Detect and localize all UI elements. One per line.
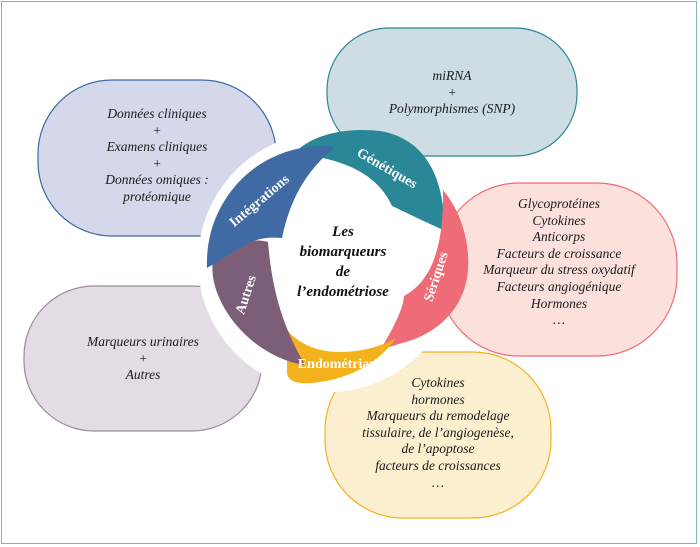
bubble-line: … <box>431 474 444 490</box>
bubble-line: miRNA <box>432 68 472 83</box>
petal-seriques <box>380 190 469 350</box>
bubble-line: + <box>447 84 457 100</box>
bubble-line: + <box>152 155 162 171</box>
bubble-line: + <box>138 350 148 366</box>
bubble-text-genetiques: miRNA + Polymorphismes (SNP) <box>337 68 567 118</box>
bubble-text-seriques: Glycoprotéines Cytokines Anticorps Facte… <box>452 196 666 329</box>
center-title-line-4: l’endométriose <box>297 284 389 300</box>
bubble-line: Autres <box>125 367 161 383</box>
bubble-line: Marqueurs du remodelage <box>366 408 510 424</box>
bubble-line: protéomique <box>123 188 191 204</box>
petal-endometriaux <box>287 330 396 384</box>
bubble-line: Données cliniques <box>107 106 207 121</box>
bubble-line: Polymorphismes (SNP) <box>388 101 516 117</box>
bubble-line: Données omiques : <box>105 172 209 188</box>
bubble-genetiques <box>326 27 578 157</box>
bubble-line: Facteurs de croissance <box>496 245 622 261</box>
bubble-line: Examens cliniques <box>106 139 208 155</box>
bubble-line: Marqueur du stress oxydatif <box>483 262 635 278</box>
bubble-text-endometriaux: Cytokines hormones Marqueurs du remodela… <box>331 375 545 491</box>
bubble-line: Cytokines <box>532 212 586 228</box>
bubble-line: Hormones <box>530 295 588 311</box>
bubble-endometriaux <box>324 351 552 519</box>
bubble-text-integrations: Données cliniques + Examens cliniques + … <box>48 106 266 206</box>
bubble-text-autres: Marqueurs urinaires + Autres <box>34 334 252 384</box>
petal-integrations <box>206 146 335 268</box>
bubble-line: … <box>552 312 565 328</box>
bubble-line: + <box>152 122 162 138</box>
petal-genetiques <box>294 129 448 232</box>
bubble-line: de l’apoptose <box>401 441 475 457</box>
bubble-line: tissulaire, de l’angiogenèse, <box>362 424 514 440</box>
bubble-line: Facteurs angiogénique <box>496 278 622 294</box>
petal-autres <box>212 240 305 365</box>
bubble-line: Marqueurs urinaires <box>87 334 199 349</box>
bubble-line: hormones <box>411 391 465 407</box>
center-title: Les biomarqueurs de l’endométriose <box>297 224 389 300</box>
center-title-line-1: Les <box>331 224 354 240</box>
petal-label-endometriaux: Endométriaux <box>298 357 384 372</box>
bubble-line: facteurs de croissances <box>375 457 501 473</box>
bubble-line: Glycoprotéines <box>518 196 600 211</box>
center-title-line-3: de <box>336 264 351 280</box>
bubble-line: Cytokines <box>411 375 465 390</box>
bubble-line: Anticorps <box>532 229 586 245</box>
center-title-line-2: biomarqueurs <box>300 244 387 260</box>
